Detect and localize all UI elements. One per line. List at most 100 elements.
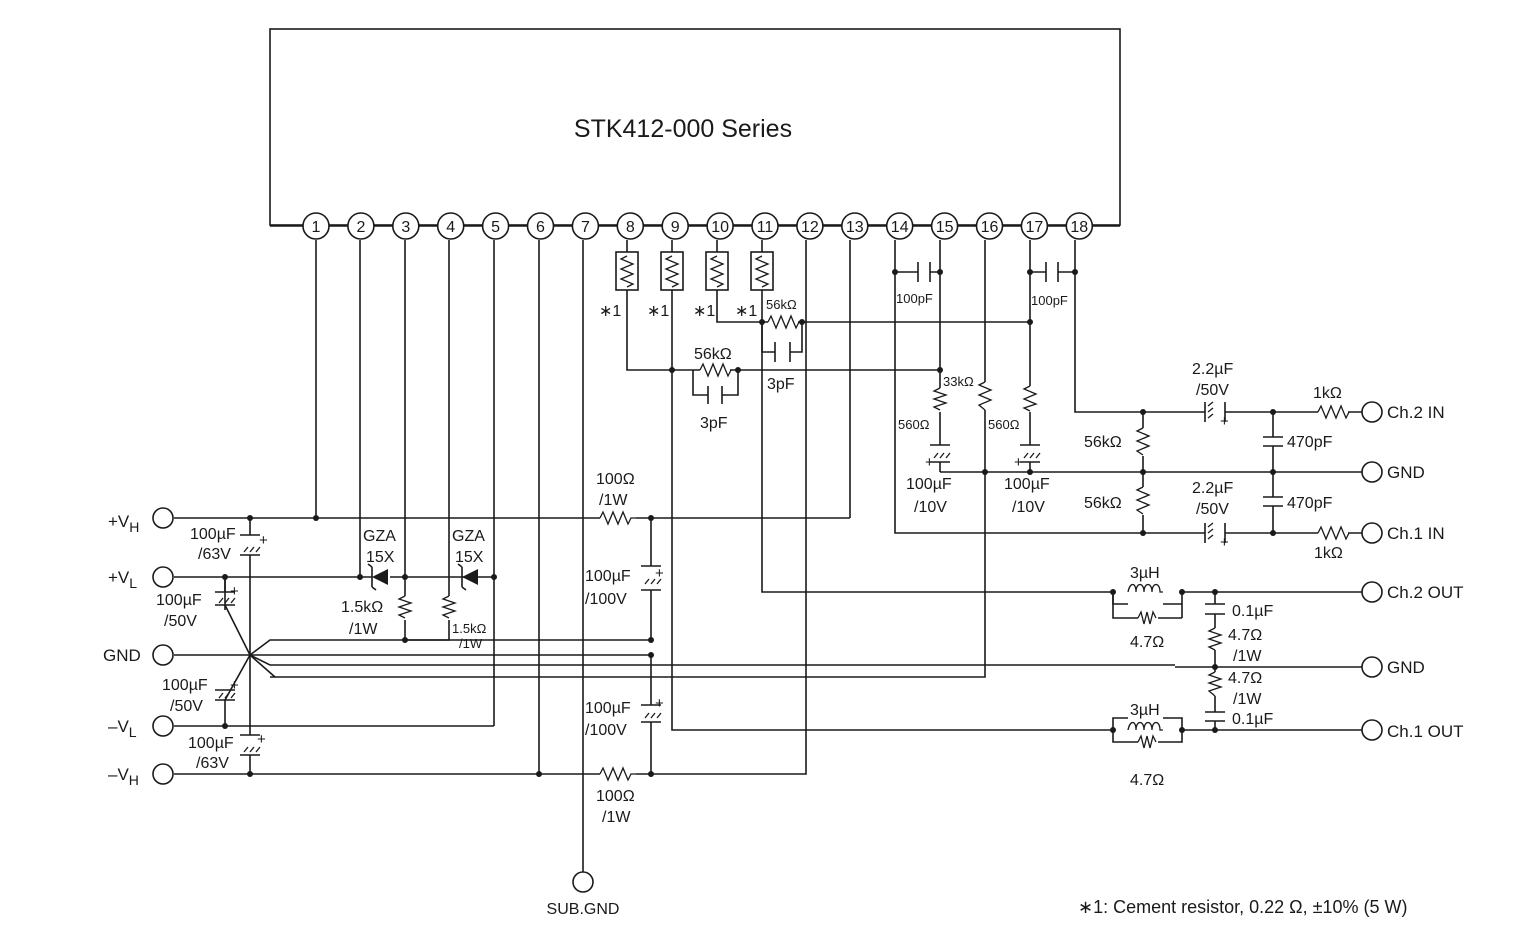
- label-c-470a: 470pF: [1287, 434, 1333, 451]
- svg-text:+: +: [230, 583, 239, 600]
- pin-4: 4: [436, 212, 465, 240]
- label-vl-neg: –VL: [108, 717, 137, 740]
- star-note-10: ∗1: [693, 303, 715, 320]
- label-r-ser1: 1kΩ: [1314, 545, 1343, 562]
- terminal-ch2-in: [1361, 401, 1383, 423]
- label-r-top-1: 100Ω: [596, 471, 635, 488]
- terminal-gnd-right-2: [1361, 656, 1383, 678]
- label-vl-pos: +VL: [108, 568, 137, 591]
- label-vh-pos: +VH: [108, 512, 139, 535]
- ic-package: STK412-000 Series: [269, 28, 1121, 226]
- r-zener1-zigzag: [396, 595, 414, 619]
- wiring: [174, 240, 1362, 872]
- pin-number: 1: [312, 219, 321, 236]
- pin-10: 10: [706, 212, 734, 240]
- r-15-zigzag: [931, 387, 949, 411]
- terminal-ch2-out: [1361, 581, 1383, 603]
- label-c-in1-2: /50V: [1196, 501, 1229, 518]
- terminal-ch1-in: [1361, 522, 1383, 544]
- label-r-15: 560Ω: [898, 417, 930, 432]
- label-c-15-1: 100µF: [906, 476, 952, 493]
- svg-text:+: +: [655, 695, 664, 712]
- c-3p-a: [707, 386, 723, 404]
- label-c-in1-1: 2.2µF: [1192, 480, 1233, 497]
- svg-text:+: +: [230, 677, 239, 694]
- pin-circle: [1020, 212, 1049, 240]
- label-r-zob1-1: 4.7Ω: [1228, 670, 1262, 687]
- pin-circle: [616, 212, 645, 240]
- svg-text:+: +: [1220, 413, 1229, 430]
- label-c-vl-top-1: 100µF: [156, 592, 202, 609]
- star-note-11: ∗1: [735, 303, 757, 320]
- pin-number: 14: [891, 219, 909, 236]
- r-zener2-zigzag: [440, 595, 458, 619]
- inductor-ch2: [1127, 583, 1163, 593]
- label-r-fb2: 56kΩ: [766, 297, 797, 312]
- pin-number: 6: [536, 219, 545, 236]
- pin-circle: [751, 212, 779, 240]
- component-shapes: + + + + + + + + + +: [215, 251, 1350, 782]
- label-c-vl-bot-1: 100µF: [162, 677, 208, 694]
- pin-number: 10: [711, 219, 729, 236]
- label-c-mid-bot-2: /100V: [585, 722, 627, 739]
- label-c-mid-bot-1: 100µF: [585, 700, 631, 717]
- label-c-zob2: 0.1µF: [1232, 603, 1273, 620]
- pin-16: 16: [975, 212, 1004, 240]
- cement-resistor-9: [660, 251, 684, 291]
- label-gnd-left: GND: [103, 646, 141, 665]
- electrolytic-cap-shapes: + + + + + + + + + +: [215, 401, 1229, 756]
- label-r-bot-1: 100Ω: [596, 788, 635, 805]
- label-zener1-2: 15X: [366, 549, 395, 566]
- label-r-l1: 4.7Ω: [1130, 772, 1164, 789]
- r-zob1-zigzag: [1206, 671, 1224, 697]
- pin-number: 15: [936, 219, 954, 236]
- pin-6: 6: [526, 212, 555, 240]
- label-zener2-1: GZA: [452, 528, 485, 545]
- svg-text:+: +: [655, 565, 664, 582]
- svg-text:+: +: [1014, 454, 1023, 471]
- footnote: ∗1: Cement resistor, 0.22 Ω, ±10% (5 W): [1078, 897, 1408, 917]
- label-c-vh-top-2: /63V: [198, 546, 231, 563]
- r-17-zigzag: [1022, 385, 1038, 412]
- pin-number: 9: [671, 219, 680, 236]
- r-fb1-zigzag: [699, 362, 732, 378]
- label-gnd-right-1: GND: [1387, 463, 1425, 482]
- label-r-bot-2: /1W: [602, 809, 631, 826]
- pin-circle: [930, 212, 959, 240]
- label-c-vh-bot-2: /63V: [196, 755, 229, 772]
- pin-circle: [347, 212, 375, 240]
- pin-number: 11: [757, 219, 774, 236]
- label-c-15-2: /10V: [914, 499, 947, 516]
- label-zener1-1: GZA: [363, 528, 396, 545]
- label-c-vh-bot-1: 100µF: [188, 735, 234, 752]
- pin-1: 1: [302, 212, 330, 240]
- terminal-vh-neg: [152, 763, 174, 785]
- pin-3: 3: [391, 212, 420, 240]
- r-l1-zigzag: [1137, 734, 1157, 749]
- c-470-b: [1263, 496, 1283, 507]
- r-l2-zigzag: [1137, 610, 1157, 625]
- r-ser1-zigzag: [1317, 525, 1350, 541]
- label-c-17-2: /10V: [1012, 499, 1045, 516]
- pin-circle: [436, 212, 465, 240]
- pin-circle: [885, 212, 914, 240]
- c-100p-b: [1045, 262, 1059, 282]
- r-in1-zigzag: [1135, 486, 1151, 515]
- pin-5: 5: [481, 212, 510, 240]
- pin-7: 7: [571, 212, 600, 240]
- right-terminal-labels: Ch.2 IN GND Ch.1 IN Ch.2 OUT GND Ch.1 OU…: [1387, 403, 1464, 741]
- pin-circle: [481, 212, 510, 240]
- star-note-9: ∗1: [647, 303, 669, 320]
- pin-13: 13: [840, 212, 869, 240]
- terminal-vh-pos: [152, 507, 174, 529]
- label-r-in2: 56kΩ: [1084, 434, 1122, 451]
- r-16-zigzag: [977, 381, 993, 411]
- label-r-fb1: 56kΩ: [694, 346, 732, 363]
- pin-number: 2: [356, 219, 365, 236]
- label-c-in2-2: /50V: [1196, 382, 1229, 399]
- label-r-top-2: /1W: [599, 492, 628, 509]
- label-c-470b: 470pF: [1287, 495, 1333, 512]
- pin-number: 13: [846, 219, 864, 236]
- label-sub-gnd: SUB.GND: [547, 901, 620, 918]
- svg-text:+: +: [1220, 534, 1229, 551]
